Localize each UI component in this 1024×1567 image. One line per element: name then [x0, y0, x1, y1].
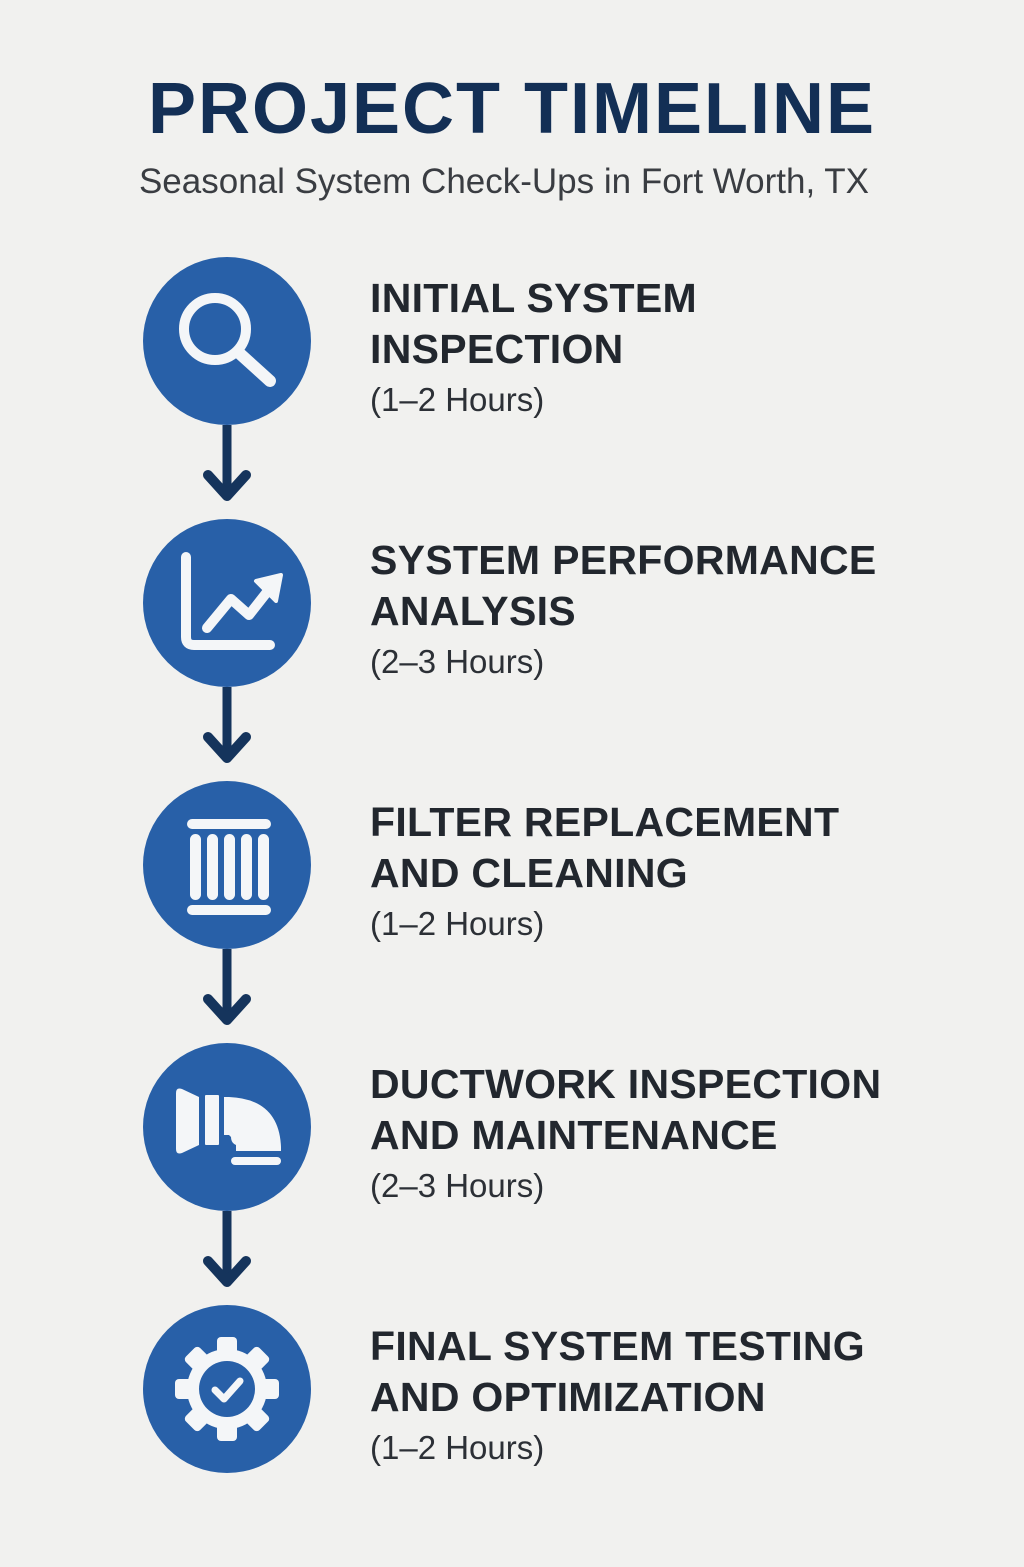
- timeline-step-inspection: INITIAL SYSTEM INSPECTION (1–2 Hours): [0, 257, 1024, 519]
- step-title: INITIAL SYSTEM INSPECTION: [370, 275, 697, 372]
- down-arrow-icon: [203, 687, 251, 763]
- timeline-step-analysis: SYSTEM PERFORMANCE ANALYSIS (2–3 Hours): [0, 519, 1024, 781]
- step-icon-circle: [143, 1305, 311, 1473]
- step-title: SYSTEM PERFORMANCE ANALYSIS: [370, 537, 877, 634]
- step-title: FINAL SYSTEM TESTING AND OPTIMIZATION: [370, 1323, 865, 1420]
- magnifying-glass-icon: [143, 257, 311, 425]
- step-title: DUCTWORK INSPECTION AND MAINTENANCE: [370, 1061, 882, 1158]
- step-icon-circle: [143, 1043, 311, 1211]
- timeline-step-ductwork: DUCTWORK INSPECTION AND MAINTENANCE (2–3…: [0, 1043, 1024, 1305]
- step-icon-circle: [143, 781, 311, 949]
- step-text: FINAL SYSTEM TESTING AND OPTIMIZATION (1…: [370, 1321, 1010, 1473]
- page-title: PROJECT TIMELINE: [147, 69, 877, 149]
- step-icon-circle: [143, 519, 311, 687]
- step-text: FILTER REPLACEMENT AND CLEANING (1–2 Hou…: [370, 797, 1010, 949]
- page-subtitle: Seasonal System Check-Ups in Fort Worth,…: [138, 162, 870, 201]
- step-text: DUCTWORK INSPECTION AND MAINTENANCE (2–3…: [370, 1059, 1010, 1211]
- down-arrow-icon: [203, 949, 251, 1025]
- step-duration: (1–2 Hours): [370, 381, 545, 418]
- timeline-step-filter: FILTER REPLACEMENT AND CLEANING (1–2 Hou…: [0, 781, 1024, 1043]
- duct-pipe-icon: [143, 1043, 311, 1211]
- step-text: INITIAL SYSTEM INSPECTION (1–2 Hours): [370, 273, 1010, 425]
- trending-chart-icon: [143, 519, 311, 687]
- step-icon-circle: [143, 257, 311, 425]
- gear-check-icon: [143, 1305, 311, 1473]
- step-duration: (1–2 Hours): [370, 905, 545, 942]
- step-duration: (2–3 Hours): [370, 643, 545, 680]
- step-title: FILTER REPLACEMENT AND CLEANING: [370, 799, 840, 896]
- down-arrow-icon: [203, 1211, 251, 1287]
- step-duration: (1–2 Hours): [370, 1429, 545, 1466]
- down-arrow-icon: [203, 425, 251, 501]
- air-filter-icon: [143, 781, 311, 949]
- step-text: SYSTEM PERFORMANCE ANALYSIS (2–3 Hours): [370, 535, 1010, 687]
- step-duration: (2–3 Hours): [370, 1167, 545, 1204]
- timeline-step-final-testing: FINAL SYSTEM TESTING AND OPTIMIZATION (1…: [0, 1305, 1024, 1567]
